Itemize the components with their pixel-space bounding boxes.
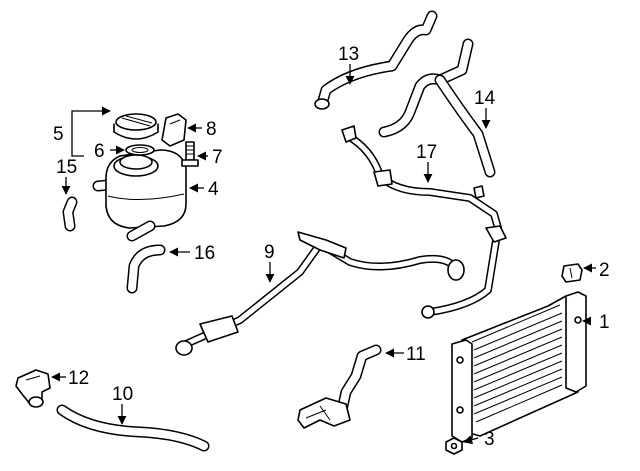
expansion-tank-part-4 — [92, 149, 187, 242]
bracket-part-8 — [161, 113, 187, 147]
long-hose-part-10 — [56, 404, 210, 452]
thermostat-housing-part-11 — [297, 344, 382, 429]
seal-part-6 — [125, 144, 155, 156]
callout-3: 3 — [484, 429, 495, 450]
callout-14: 14 — [474, 88, 496, 109]
callout-10: 10 — [112, 384, 133, 405]
callout-4: 4 — [208, 179, 219, 200]
callout-15: 15 — [56, 157, 77, 178]
cap-part-5 — [113, 113, 159, 140]
callout-12: 12 — [68, 368, 89, 389]
callout-11: 11 — [406, 344, 426, 365]
callout-5: 5 — [53, 124, 64, 145]
callout-6: 6 — [94, 141, 105, 162]
upper-hose-part-13 — [314, 10, 438, 110]
y-hose-part-14 — [378, 38, 496, 178]
lower-pipe-part-9 — [175, 231, 465, 356]
hose-part-16 — [126, 244, 166, 294]
callout-16: 16 — [194, 243, 215, 264]
sensor-part-2 — [561, 263, 583, 283]
bolt-part-7 — [181, 141, 199, 167]
small-hose-part-15 — [62, 196, 78, 232]
callout-8: 8 — [206, 119, 217, 140]
callout-7: 7 — [212, 147, 223, 168]
callout-1: 1 — [599, 312, 610, 333]
coolant-pipe-part-17 — [341, 125, 507, 319]
callout-2: 2 — [599, 260, 610, 281]
nut-part-3 — [445, 437, 463, 455]
radiator-part-1 — [451, 291, 587, 443]
callout-13: 13 — [338, 44, 359, 65]
callout-17: 17 — [416, 142, 437, 163]
elbow-fitting-part-12 — [15, 369, 51, 408]
callout-9: 9 — [264, 242, 275, 263]
